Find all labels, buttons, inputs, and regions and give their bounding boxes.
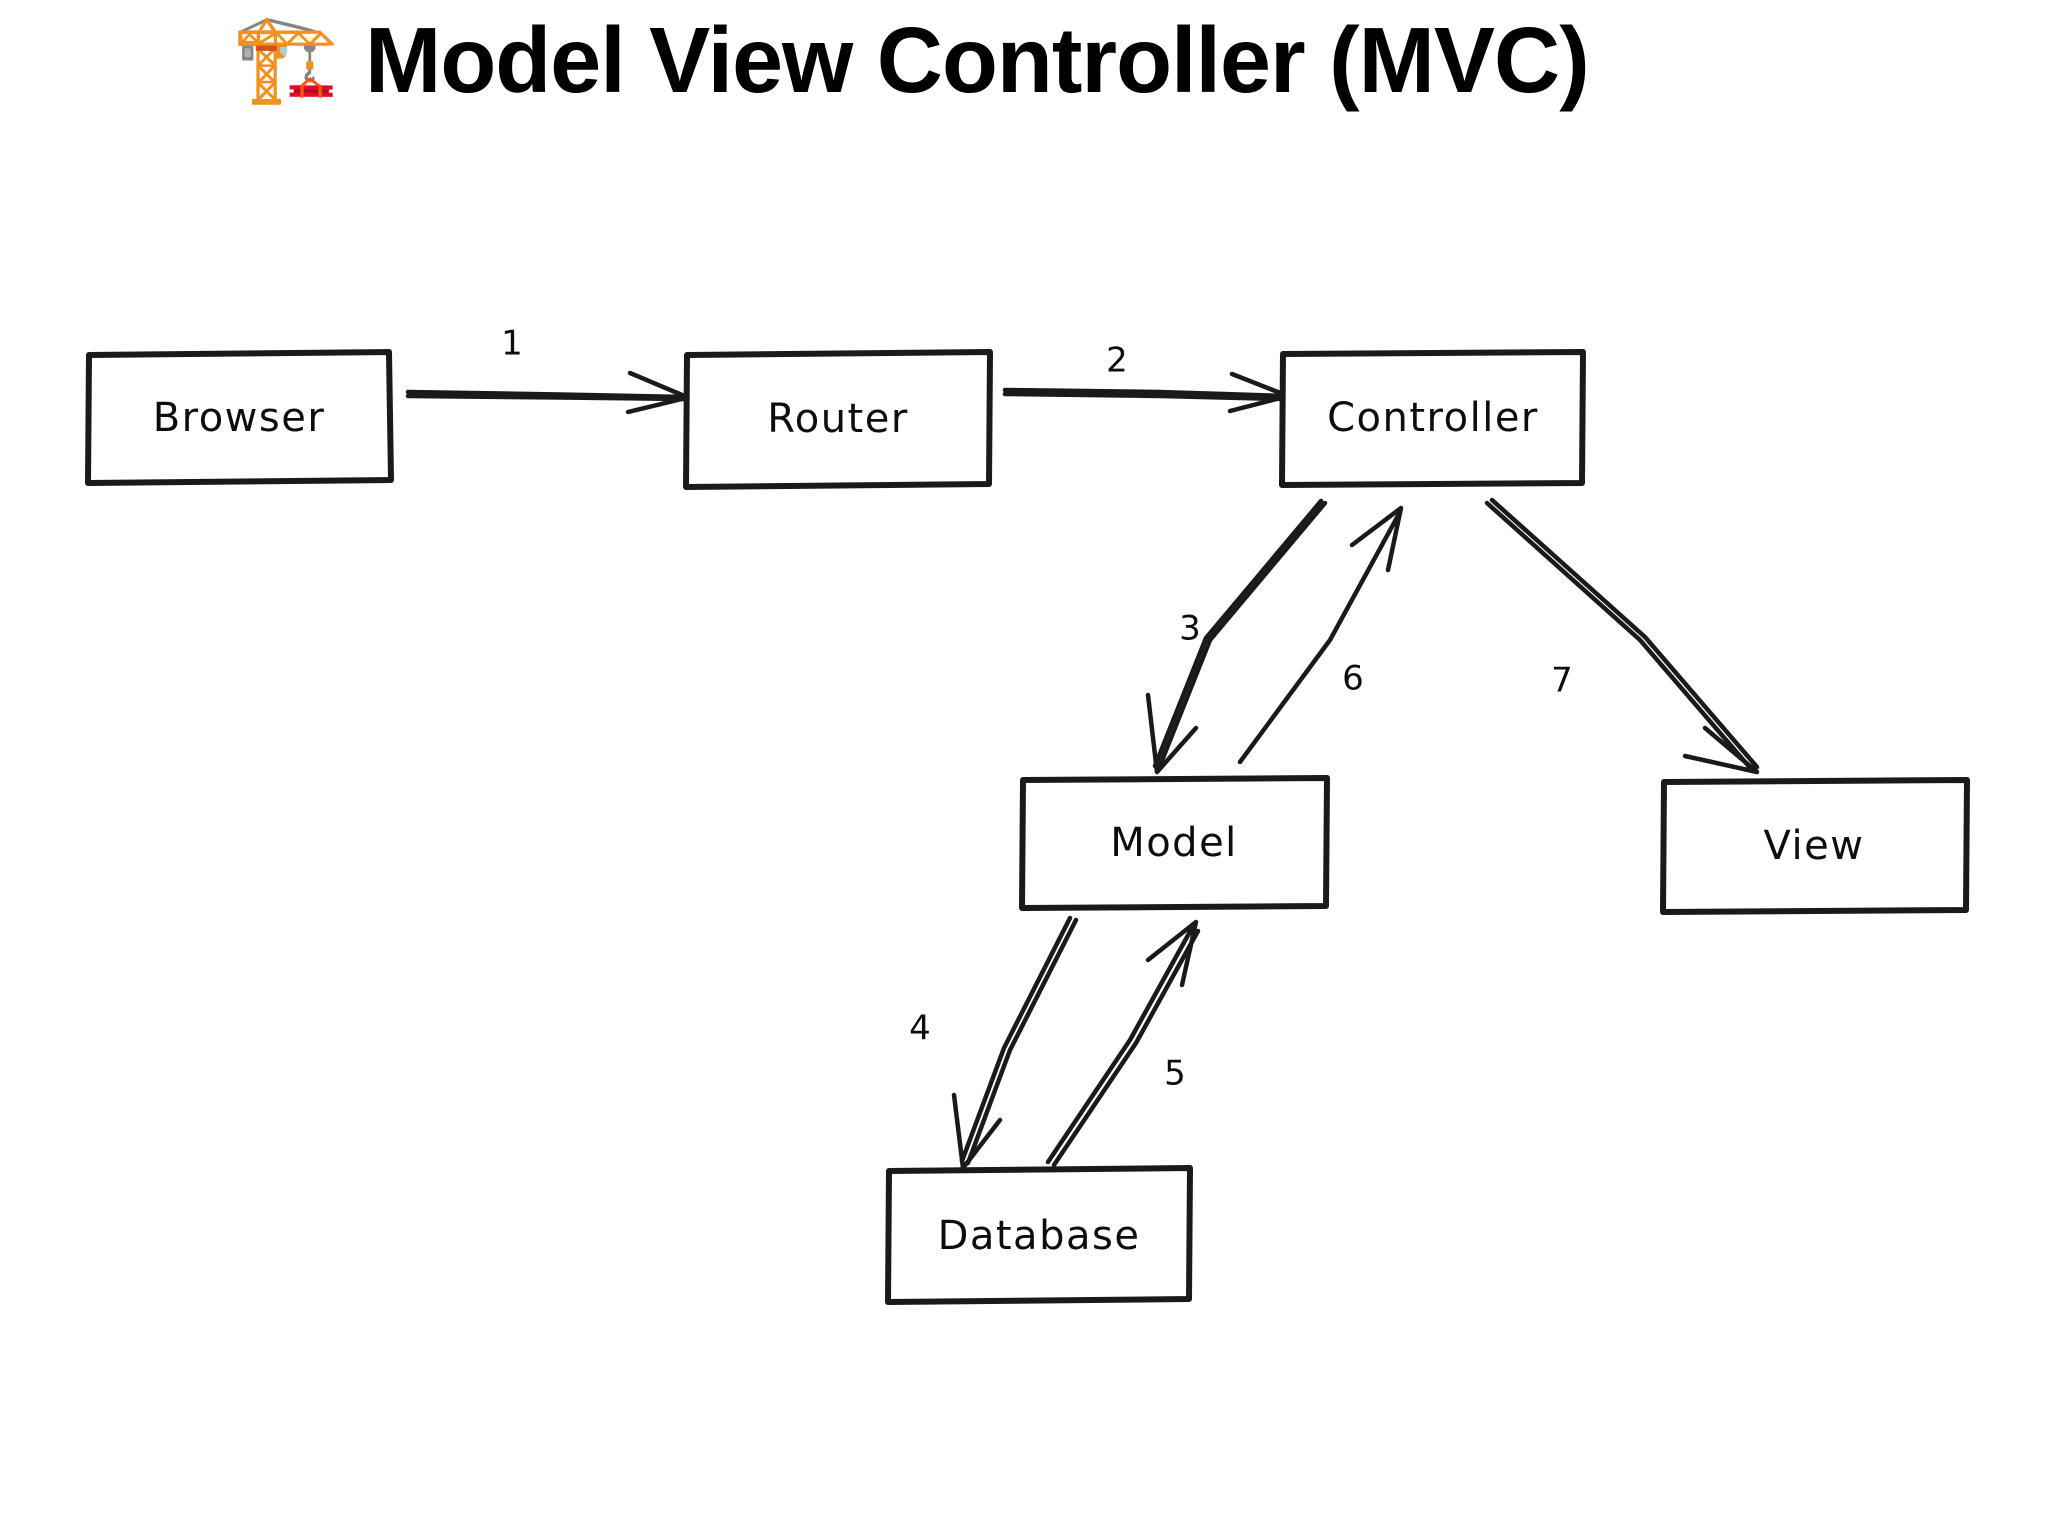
edge-3-line (1156, 500, 1328, 771)
node-router-label: Router (767, 396, 909, 442)
page-title: Model View Controller (MVC) (365, 7, 1590, 112)
node-database[interactable]: Database (885, 1165, 1193, 1305)
edge-1-line-stroke2 (405, 393, 687, 402)
edge-1-browser-to-router: 1 (405, 324, 691, 415)
edge-4-line-stroke2 (959, 915, 1073, 1164)
edge-1-line (405, 389, 689, 400)
edge-6-model-to-controller: 6 (1237, 505, 1404, 765)
node-browser[interactable]: Browser (85, 349, 394, 486)
edge-2-line-stroke2 (1002, 391, 1286, 402)
edge-3-arrowhead (1145, 692, 1199, 775)
edge-5-line-stroke2 (1051, 928, 1201, 1168)
edge-5-label: 5 (1164, 1054, 1186, 1094)
edge-4-arrowhead (951, 1092, 1003, 1171)
edge-2-label: 2 (1106, 341, 1128, 381)
edge-5-database-to-model: 5 (1045, 919, 1201, 1168)
node-model-rect (1019, 775, 1330, 911)
edge-4-line (965, 917, 1079, 1166)
edge-1-arrowhead (625, 370, 691, 415)
node-database-label: Database (938, 1213, 1141, 1259)
node-browser-label: Browser (153, 395, 326, 441)
node-browser-rect (85, 349, 394, 486)
edge-7-controller-to-view: 7 (1484, 497, 1760, 775)
node-view-label: View (1764, 823, 1865, 869)
construction-crane-icon: 🏗️ (232, 8, 340, 108)
edge-7-label: 7 (1551, 661, 1573, 701)
node-controller-rect (1279, 349, 1586, 488)
edge-7-line-stroke2 (1489, 497, 1760, 770)
node-model[interactable]: Model (1019, 775, 1330, 911)
edge-7-arrowhead (1682, 725, 1760, 775)
edge-5-arrowhead (1145, 919, 1199, 988)
edge-1-label: 1 (501, 324, 523, 364)
edge-3-line-stroke2 (1152, 498, 1324, 769)
node-controller-label: Controller (1327, 395, 1539, 441)
node-controller[interactable]: Controller (1279, 349, 1586, 488)
node-view-rect (1660, 777, 1970, 915)
edge-7-line (1484, 500, 1755, 773)
edge-2-router-to-controller: 2 (1002, 341, 1291, 414)
edge-6-arrowhead (1349, 505, 1404, 573)
node-database-rect (885, 1165, 1193, 1305)
node-router[interactable]: Router (683, 349, 993, 490)
edge-4-label: 4 (909, 1009, 931, 1049)
edge-6-label: 6 (1342, 659, 1364, 699)
edge-3-label: 3 (1179, 609, 1201, 649)
page-header: 🏗️ Model View Controller (MVC) (0, 0, 2048, 120)
node-view[interactable]: View (1660, 777, 1970, 915)
edge-2-line (1002, 387, 1288, 399)
edge-4-model-to-database: 4 (909, 915, 1079, 1171)
edge-6-line (1237, 509, 1403, 765)
edge-3-controller-to-model: 3 (1145, 498, 1328, 775)
node-model-label: Model (1110, 820, 1238, 866)
edge-5-line (1045, 925, 1195, 1165)
node-router-rect (683, 349, 993, 490)
